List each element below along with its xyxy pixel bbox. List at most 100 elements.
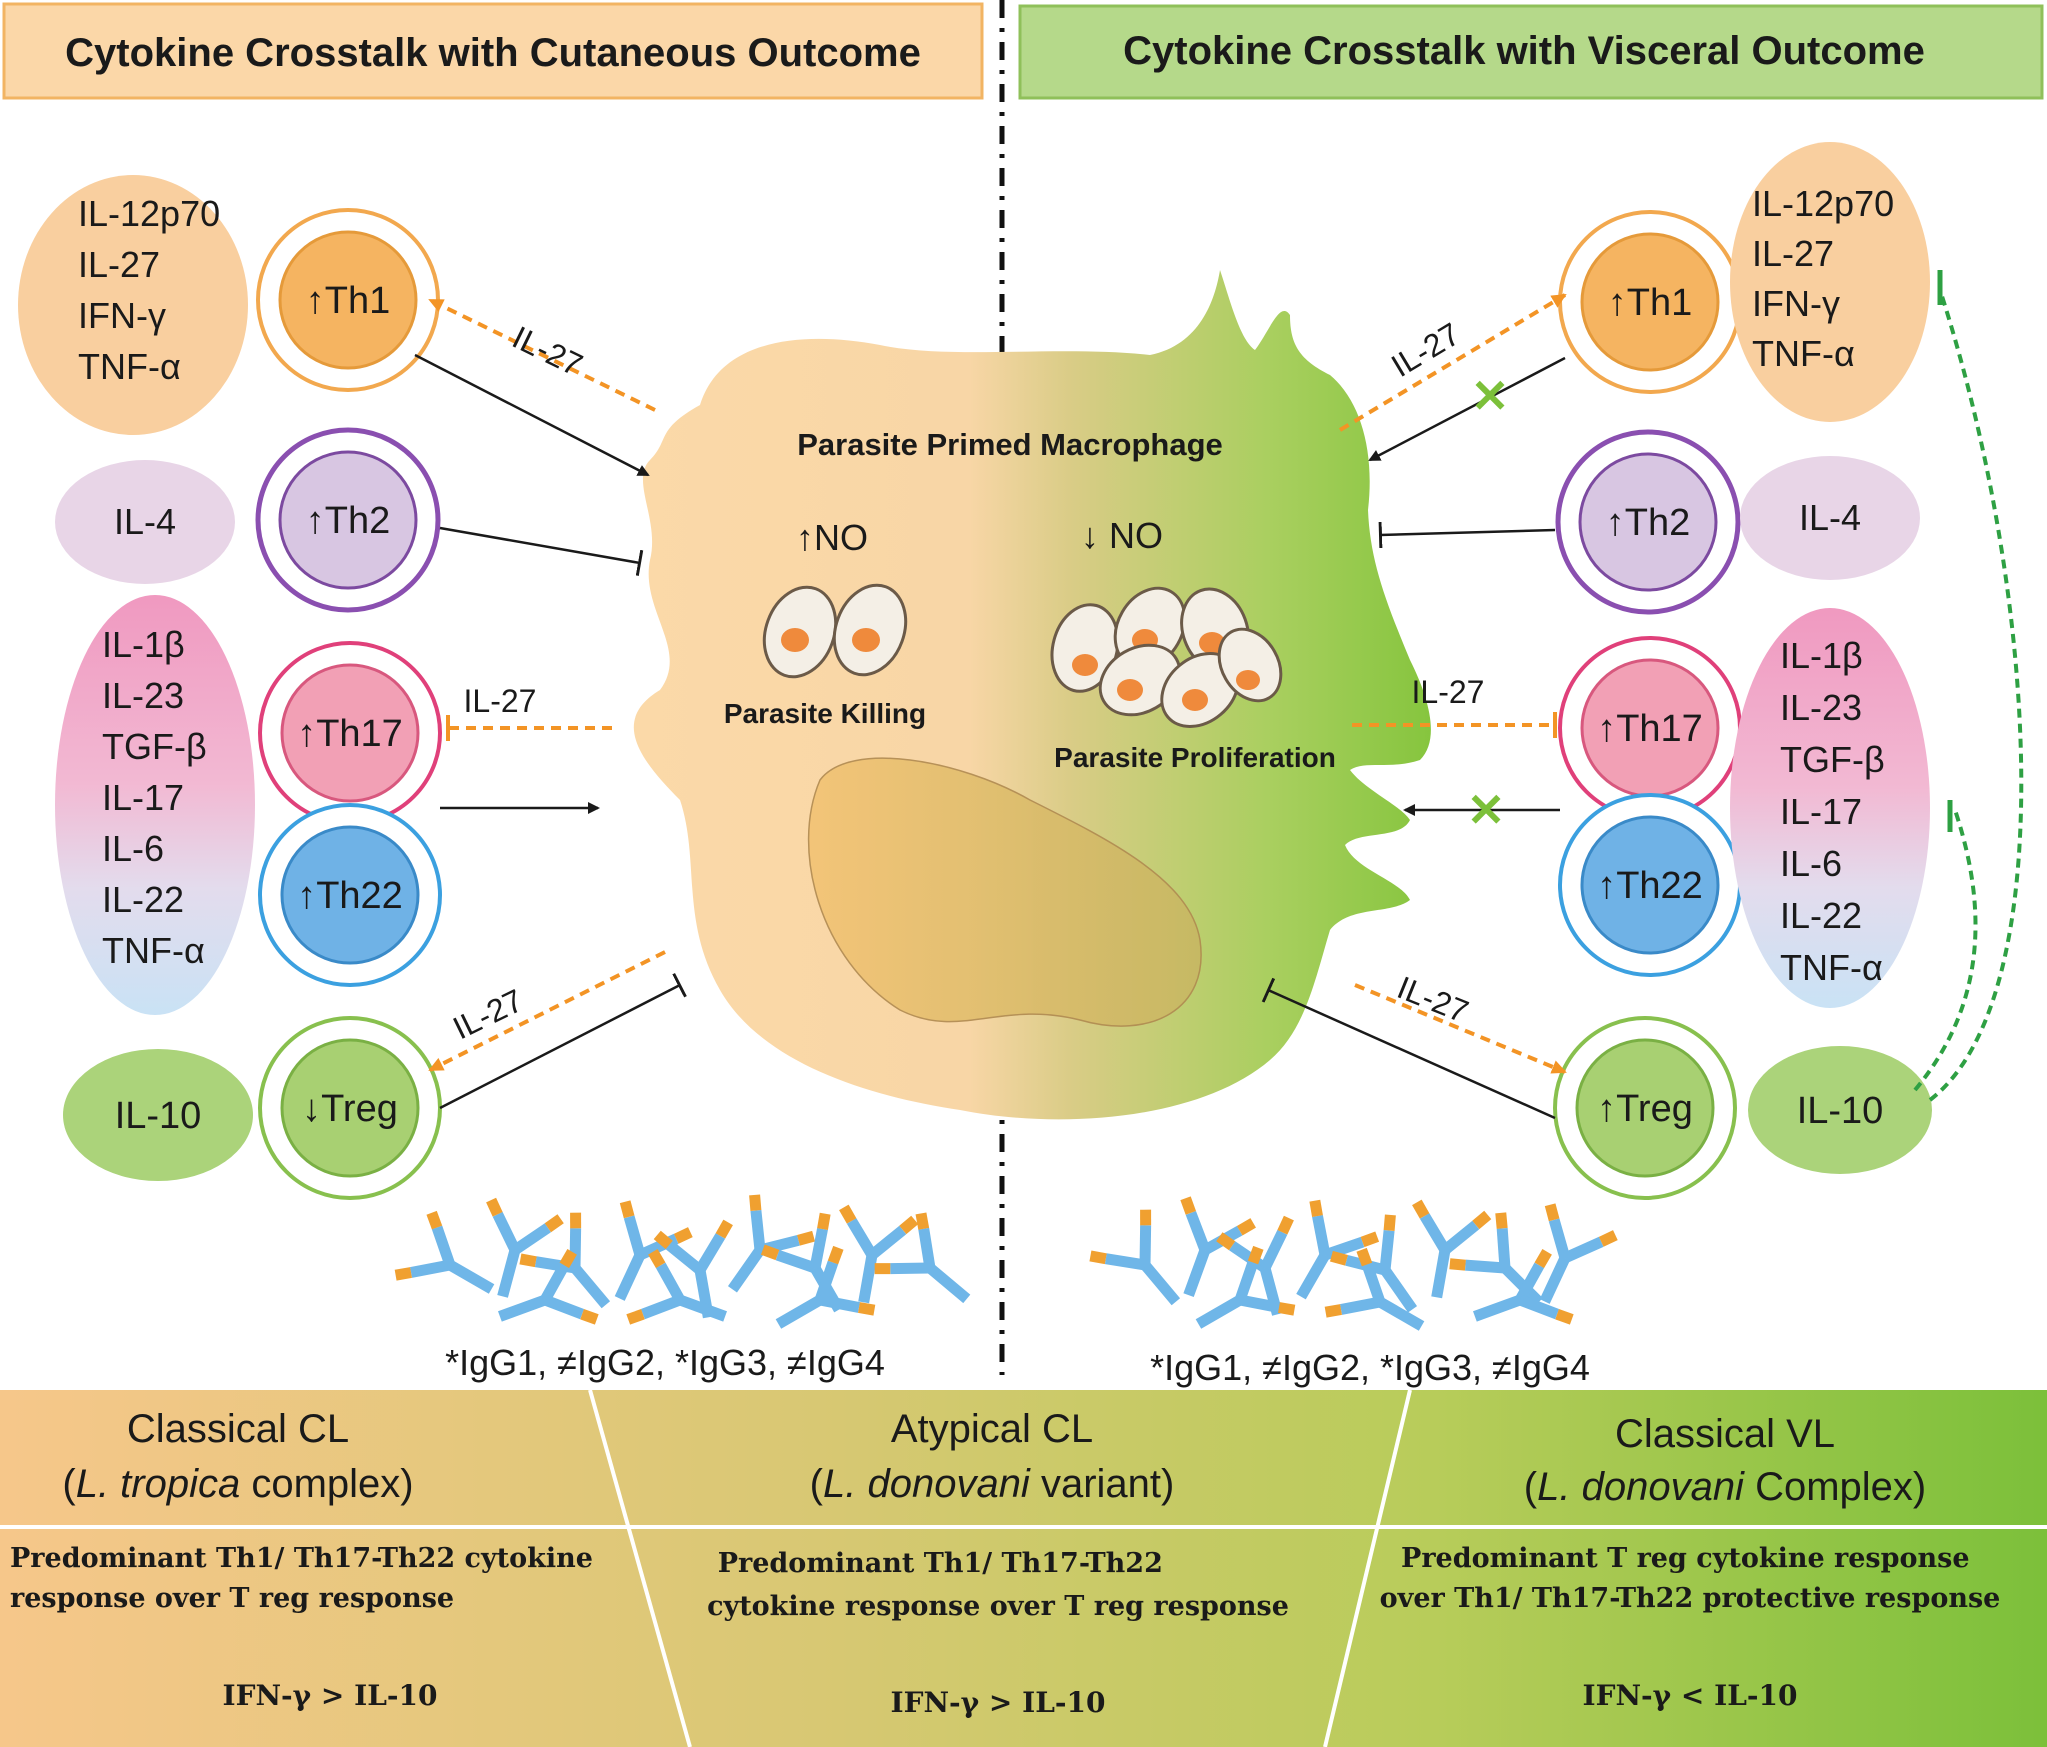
left-il27-label-th1: IL-27 — [507, 319, 588, 383]
left-th17-label: ↑Th17 — [297, 713, 403, 755]
left-th2-cell: ↑Th2 — [255, 427, 441, 613]
col1-species-line: (L. tropica complex) — [62, 1462, 413, 1506]
antibody-icon — [1449, 1212, 1543, 1306]
right-il27-label-th1: IL-27 — [1385, 316, 1466, 384]
antibody-icon — [626, 1249, 727, 1325]
bottom-panel — [0, 1390, 2047, 1747]
right-cytokine-il1b: IL-1β — [1780, 635, 1863, 676]
right-th22-cell: ↑Th22 — [1558, 793, 1742, 977]
left-cytokine-ifn: IFN-γ — [78, 295, 166, 336]
antibody-icon — [775, 1245, 876, 1329]
il10-inhibit-th17-dashed — [1913, 809, 1978, 1092]
right-treg-inhibit-line — [1261, 977, 1556, 1120]
antibody-icon — [1089, 1209, 1181, 1306]
col3-species-rest: Complex) — [1744, 1465, 1926, 1509]
left-il27-arrow-treg — [428, 950, 666, 1072]
left-cytokine-il17: IL-17 — [102, 777, 184, 818]
right-il27-arrow-treg — [1354, 983, 1567, 1074]
col1-species-rest: complex) — [240, 1462, 413, 1506]
left-cytokine-il1b: IL-1β — [102, 624, 185, 665]
header-left-box — [2, 2, 984, 100]
left-cytokine-tgfb: TGF-β — [102, 726, 207, 767]
left-th2-label: ↑Th2 — [306, 500, 390, 542]
right-th1-cytokine-list: IL-12p70 IL-27 IFN-γ TNF-α — [1752, 183, 1904, 374]
antibody-icon — [727, 1194, 816, 1293]
col2-response: Predominant Th1/ Th17-Th22 cytokine resp… — [707, 1548, 1289, 1622]
right-th22-label: ↑Th22 — [1597, 865, 1703, 907]
left-th1-activate-arrow — [414, 353, 650, 477]
left-th17-cell: ↑Th17 — [258, 641, 442, 825]
right-th17-label: ↑Th17 — [1597, 708, 1703, 750]
left-th1-cell: ↑Th1 — [256, 208, 440, 392]
col3-title: Classical VL — [1615, 1412, 1835, 1456]
right-th1-cytokine-group — [1730, 142, 1930, 422]
antibody-icon — [614, 1200, 693, 1301]
right-il27-arrow-th1 — [1338, 293, 1567, 432]
right-cytokine-tnf2: TNF-α — [1780, 947, 1883, 988]
header-right-title: Cytokine Crosstalk with Visceral Outcome — [1123, 29, 1925, 73]
parasite-proliferation-label: Parasite Proliferation — [1054, 742, 1336, 773]
antibody-cluster-left — [394, 1194, 971, 1329]
antibody-icon — [394, 1210, 495, 1294]
il10-inhibit-th1-dashed — [1928, 289, 2024, 1102]
right-treg-cell: ↑Treg — [1553, 1016, 1737, 1200]
right-cytokine-il12p70: IL-12p70 — [1752, 183, 1894, 224]
macrophage-title: Parasite Primed Macrophage — [797, 427, 1223, 462]
left-cytokine-tnf: TNF-α — [78, 346, 181, 387]
antibody-icon — [1195, 1245, 1296, 1329]
antibody-icon — [1412, 1199, 1492, 1299]
antibody-icon — [498, 1249, 599, 1325]
right-cytokine-il27: IL-27 — [1752, 233, 1834, 274]
left-cytokine-il27: IL-27 — [78, 244, 160, 285]
right-th2-cytokine-group — [1740, 456, 1920, 580]
parasite-killing-label: Parasite Killing — [724, 698, 926, 729]
left-treg-cell: ↓Treg — [258, 1016, 442, 1200]
header-right-box — [1018, 4, 2044, 100]
antibody-icon — [1324, 1247, 1425, 1331]
right-il4-label: IL-4 — [1799, 497, 1861, 538]
right-cytokine-il6: IL-6 — [1780, 843, 1842, 884]
right-th17-cell: ↑Th17 — [1558, 636, 1742, 820]
left-il27-arrow-th1 — [428, 298, 656, 412]
bottom-col-divider-1 — [588, 1389, 692, 1747]
left-th17-cytokine-list: IL-1β IL-23 TGF-β IL-17 IL-6 IL-22 TNF-α — [102, 624, 217, 971]
left-th2-cytokine-group — [55, 460, 235, 584]
right-th1-block-x-icon: ✕ — [1471, 370, 1510, 422]
right-th1-cell: ↑Th1 — [1558, 210, 1742, 394]
col3-response: Predominant T reg cytokine response over… — [1380, 1543, 2001, 1614]
right-th2-cell: ↑Th2 — [1555, 429, 1741, 615]
right-th2-label: ↑Th2 — [1606, 502, 1690, 544]
col1-response: Predominant Th1/ Th17-Th22 cytokine resp… — [10, 1543, 602, 1614]
col3-species-line: (L. donovani Complex) — [1524, 1465, 1926, 1509]
left-cytokine-tnf2: TNF-α — [102, 930, 205, 971]
right-th22-block-x-icon: ✕ — [1467, 784, 1506, 836]
right-th17-cytokine-group — [1730, 608, 1930, 1008]
left-th1-cytokine-list: IL-12p70 IL-27 IFN-γ TNF-α — [78, 193, 230, 387]
right-il27-label-treg: IL-27 — [1392, 969, 1473, 1030]
left-igg-label: *IgG1, ≠IgG2, *IgG3, ≠IgG4 — [445, 1342, 885, 1383]
left-no-level: ↑NO — [796, 517, 868, 558]
parasites-left — [762, 583, 908, 679]
col3-response-line2: over Th1/ Th17-Th22 protective response — [1380, 1583, 2001, 1614]
left-th22-label: ↑Th22 — [297, 875, 403, 917]
left-cytokine-il23: IL-23 — [102, 675, 184, 716]
right-th2-inhibit-line — [1378, 521, 1556, 549]
antibody-icon — [1539, 1203, 1618, 1304]
left-th22-cell: ↑Th22 — [258, 803, 442, 987]
col1-ratio: IFN-γ > IL-10 — [222, 1679, 437, 1712]
col2-response-line2: cytokine response over T reg response — [707, 1591, 1289, 1622]
left-cytokine-il22: IL-22 — [102, 879, 184, 920]
left-th17-cytokine-group — [55, 595, 255, 1015]
header-left-title: Cytokine Crosstalk with Cutaneous Outcom… — [65, 31, 921, 75]
right-no-level: ↓ NO — [1081, 515, 1163, 556]
col2-response-line1: Predominant Th1/ Th17-Th22 — [718, 1548, 1163, 1579]
left-treg-inhibit-line — [439, 972, 687, 1110]
right-cytokine-il22: IL-22 — [1780, 895, 1862, 936]
left-il27-label-treg: IL-27 — [447, 982, 528, 1046]
right-th17-cytokine-list: IL-1β IL-23 TGF-β IL-17 IL-6 IL-22 TNF-α — [1780, 635, 1895, 988]
macrophage-nucleus — [807, 757, 1202, 1027]
right-cytokine-tnf: TNF-α — [1752, 333, 1855, 374]
col2-ratio: IFN-γ > IL-10 — [890, 1686, 1105, 1719]
col1-title: Classical CL — [127, 1407, 349, 1451]
